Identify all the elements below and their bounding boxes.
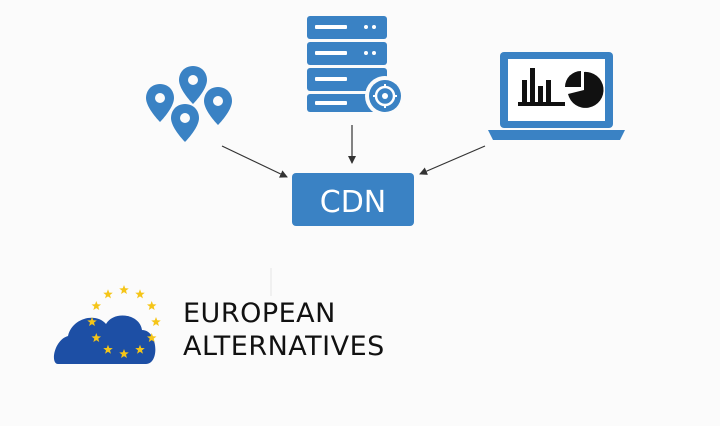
eu-cloud-stars-icon	[53, 285, 161, 364]
eu-star-icon	[135, 344, 145, 354]
arrow-pins-to-cdn	[221, 145, 288, 178]
eu-star-icon	[146, 301, 157, 311]
location-pins-icon	[146, 66, 232, 142]
laptop-analytics-icon	[488, 52, 625, 140]
eu-star-icon	[119, 349, 129, 359]
eu-star-icon	[91, 333, 102, 343]
brand-line-2: ALTERNATIVES	[183, 331, 385, 362]
eu-star-icon	[119, 285, 129, 295]
cdn-node: CDN	[292, 173, 414, 226]
eu-star-icon	[103, 289, 113, 299]
eu-star-icon	[151, 317, 161, 327]
eu-star-icon	[91, 301, 102, 311]
server-rack-icon	[307, 16, 405, 116]
cdn-label: CDN	[320, 185, 387, 220]
eu-star-icon	[87, 317, 97, 327]
eu-star-icon	[103, 344, 113, 354]
flow-arrows	[221, 125, 486, 178]
brand-line-1: EUROPEAN	[183, 298, 336, 329]
eu-star-icon	[135, 289, 145, 299]
eu-star-icon	[146, 333, 157, 343]
brand-wordmark: EUROPEAN ALTERNATIVES	[183, 297, 385, 363]
arrow-laptop-to-cdn	[419, 145, 486, 175]
